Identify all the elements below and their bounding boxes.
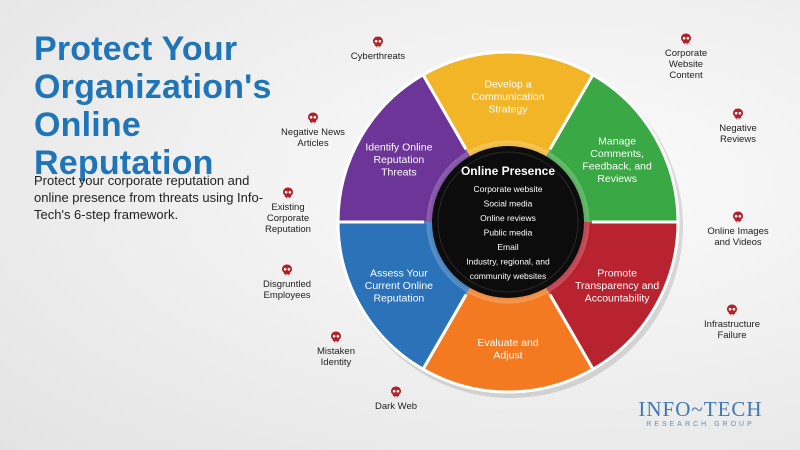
skull-icon	[283, 187, 293, 199]
center-inner-rim	[437, 151, 579, 293]
segment-label: Adjust	[493, 349, 522, 361]
threat-negative-reviews: Negative Reviews	[683, 108, 793, 145]
segment-label: Reputation	[373, 154, 424, 166]
center-item: Email	[497, 242, 518, 252]
logo-tagline: RESEARCH GROUP	[646, 421, 755, 428]
threat-label: Negative News Articles	[281, 127, 345, 149]
center-item: Social media	[484, 199, 533, 209]
threat-label: Disgruntled Employees	[262, 279, 312, 301]
threat-label: Dark Web	[374, 401, 418, 412]
threat-mistaken-identity: Mistaken Identity	[281, 331, 391, 368]
center-circle	[432, 146, 584, 298]
segment-label: Manage	[598, 135, 636, 147]
page-title: Protect Your Organization's Online Reput…	[34, 30, 272, 182]
threat-existing-corporate-reputation: Existing Corporate Reputation	[233, 187, 343, 235]
threat-negative-news-articles: Negative News Articles	[258, 112, 368, 149]
segment-label: Comments,	[590, 148, 644, 160]
threat-label: Corporate Website Content	[664, 48, 708, 81]
center-item: Industry, regional, and	[466, 257, 550, 267]
segment-label: Develop a	[484, 79, 531, 91]
segment-label: Feedback, and	[582, 160, 652, 172]
segment-label: Transparency and	[575, 280, 659, 292]
segment-label: Strategy	[488, 104, 528, 116]
segment-label: Current Online	[365, 280, 433, 292]
threat-label: Mistaken Identity	[316, 346, 355, 368]
threat-infrastructure-failure: Infrastructure Failure	[677, 304, 787, 341]
skull-icon	[331, 331, 341, 343]
segment-label: Accountability	[585, 293, 651, 305]
center-item: Online reviews	[480, 213, 536, 223]
info-tech-logo: INFO~TECH RESEARCH GROUP	[628, 398, 773, 429]
skull-icon	[391, 386, 401, 398]
center-item: Public media	[484, 228, 533, 238]
center-title: Online Presence	[461, 164, 555, 178]
segment-label: Reviews	[597, 173, 637, 185]
threat-label: Existing Corporate Reputation	[265, 202, 311, 235]
skull-icon	[308, 112, 318, 124]
segment-label: Reputation	[373, 293, 424, 305]
threat-disgruntled-employees: Disgruntled Employees	[232, 264, 342, 301]
skull-icon	[733, 211, 743, 223]
threat-online-images-videos: Online Images and Videos	[683, 211, 793, 248]
logo-wordmark: INFO~TECH	[638, 397, 763, 421]
skull-icon	[282, 264, 292, 276]
threat-label: Cyberthreats	[350, 51, 406, 62]
segment-label: Evaluate and	[477, 337, 538, 349]
skull-icon	[733, 108, 743, 120]
segment-label: Communication	[472, 91, 545, 103]
segment-label: Threats	[381, 167, 417, 179]
threat-cyberthreats: Cyberthreats	[323, 36, 433, 62]
center-item: Corporate website	[474, 184, 543, 194]
segment-label: Identify Online	[365, 142, 432, 154]
threat-label: Negative Reviews	[719, 123, 757, 145]
threat-label: Infrastructure Failure	[704, 319, 760, 341]
page-subtitle: Protect your corporate reputation and on…	[34, 173, 264, 222]
segment-label: Assess Your	[370, 268, 428, 280]
segment-label: Promote	[597, 268, 637, 280]
skull-icon	[681, 33, 691, 45]
threat-dark-web: Dark Web	[341, 386, 451, 412]
center-item: community websites	[470, 271, 547, 281]
skull-icon	[727, 304, 737, 316]
skull-icon	[373, 36, 383, 48]
threat-label: Online Images and Videos	[707, 226, 769, 248]
threat-corporate-website-content: Corporate Website Content	[631, 33, 741, 81]
